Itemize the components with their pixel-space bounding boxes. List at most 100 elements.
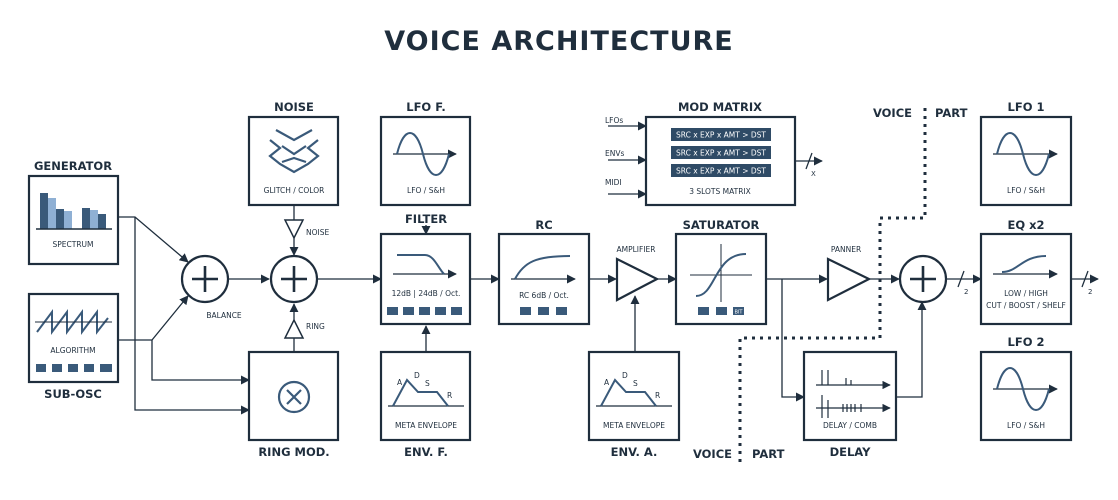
mod-slot-1-label: SRC x EXP x AMT > DST xyxy=(676,131,766,140)
env-f-point-d: D xyxy=(414,371,420,380)
rc-curve-icon xyxy=(514,255,571,280)
balance-label: BALANCE xyxy=(206,311,242,320)
panner-block: PANNER xyxy=(826,245,872,302)
lfo-f-block: LFO F. LFO / S&H xyxy=(379,100,472,207)
delay-caption: DELAY / COMB xyxy=(823,421,877,430)
panner-label: PANNER xyxy=(831,245,861,254)
filter-caption: 12dB | 24dB / Oct. xyxy=(392,289,461,298)
peak-icon[interactable] xyxy=(451,307,462,315)
mod-matrix-input-envs: ENVs xyxy=(605,149,624,158)
envelope-shape-icon xyxy=(600,378,657,407)
ring-mod-block: RING RING MOD. xyxy=(247,318,340,459)
eq-block: EQ x2 LOW / HIGH CUT / BOOST / SHELF xyxy=(979,218,1073,326)
ring-gain-icon xyxy=(283,318,305,339)
env-f-label: ENV. F. xyxy=(404,445,448,459)
env-a-point-r: R xyxy=(655,391,660,400)
delay-label: DELAY xyxy=(830,445,872,459)
ring-mod-label: RING MOD. xyxy=(258,445,329,459)
ramp-wave-icon[interactable] xyxy=(84,364,94,372)
pulse-wave-icon[interactable] xyxy=(52,364,62,372)
env-a-caption: META ENVELOPE xyxy=(603,421,665,430)
mod-slot-2[interactable] xyxy=(671,146,771,159)
amplifier-block: AMPLIFIER xyxy=(615,245,660,302)
lfo-f-label: LFO F. xyxy=(406,100,446,114)
generator-block: GENERATOR SPECTRUM xyxy=(27,159,120,266)
highpass-icon[interactable] xyxy=(556,307,567,315)
page-title: VOICE ARCHITECTURE xyxy=(384,26,733,57)
mod-slot-1[interactable] xyxy=(671,128,771,141)
bus-slashes: 2 2 X xyxy=(805,152,1092,296)
highpass-icon[interactable] xyxy=(419,307,430,315)
eq-bus-in-label: 2 xyxy=(964,288,968,296)
amplifier-triangle-icon xyxy=(615,257,660,302)
sine-wave-icon xyxy=(396,132,450,176)
mod-matrix-input-midi: MIDI xyxy=(605,178,622,187)
lowpass-icon[interactable] xyxy=(538,307,549,315)
voice-part-separator: VOICE PART VOICE PART xyxy=(693,106,968,462)
part-label-bottom: PART xyxy=(752,447,785,461)
lowpass-icon[interactable] xyxy=(387,307,398,315)
bitcrush-icon[interactable] xyxy=(733,307,744,315)
lfo2-caption: LFO / S&H xyxy=(1007,421,1045,430)
mod-matrix-caption: 3 SLOTS MATRIX xyxy=(689,187,751,196)
mod-matrix-label: MOD MATRIX xyxy=(678,100,762,114)
env-a-point-d: D xyxy=(622,371,628,380)
env-f-block: A D S R META ENVELOPE ENV. F. xyxy=(379,350,472,459)
part-sum xyxy=(898,254,948,304)
square-wave-icon[interactable] xyxy=(68,364,78,372)
env-a-label: ENV. A. xyxy=(611,445,658,459)
sub-osc-block: ALGORITHM SUB-OSC xyxy=(27,292,120,401)
filter-label: FILTER xyxy=(405,212,447,226)
rc-label: RC xyxy=(535,218,552,232)
noise-tag: NOISE xyxy=(306,228,329,237)
amplifier-label: AMPLIFIER xyxy=(617,245,656,254)
plus-icon xyxy=(910,266,936,292)
env-a-point-s: S xyxy=(633,379,638,388)
notch-icon[interactable] xyxy=(435,307,446,315)
eq-bus-out-label: 2 xyxy=(1088,288,1092,296)
mod-slot-3[interactable] xyxy=(671,164,771,177)
noise-label: NOISE xyxy=(274,100,314,114)
env-f-caption: META ENVELOPE xyxy=(395,421,457,430)
ring-tag: RING xyxy=(306,322,325,331)
mod-matrix-block: MOD MATRIX LFOs ENVs MIDI SRC x EXP x AM… xyxy=(605,100,797,207)
lfo1-label: LFO 1 xyxy=(1008,100,1045,114)
sub-osc-wave-selector xyxy=(36,364,112,372)
glitch-shape-icon xyxy=(268,129,320,174)
generator-label: GENERATOR xyxy=(34,159,112,173)
hard-clip-icon[interactable] xyxy=(716,307,727,315)
sub-osc-caption: ALGORITHM xyxy=(50,346,95,355)
spectrum-bars-icon xyxy=(36,193,112,230)
noise-wave-icon[interactable] xyxy=(100,364,112,372)
rc-caption: RC 6dB / Oct. xyxy=(519,291,569,300)
balance-sum: BALANCE xyxy=(180,254,242,320)
lowpass-curve-icon xyxy=(397,254,445,275)
signal-wires xyxy=(118,121,1099,415)
sine-wave-icon xyxy=(996,367,1050,411)
env-a-block: A D S R META ENVELOPE ENV. A. xyxy=(587,350,681,459)
env-a-point-a: A xyxy=(604,378,610,387)
noise-sum xyxy=(269,254,319,304)
eq-caption-2: CUT / BOOST / SHELF xyxy=(986,301,1066,310)
filter-type-selector xyxy=(387,307,462,315)
saw-wave-icon[interactable] xyxy=(36,364,46,372)
voice-label-top: VOICE xyxy=(873,106,912,120)
bandpass-icon[interactable] xyxy=(403,307,414,315)
flat-icon[interactable] xyxy=(520,307,531,315)
panner-triangle-icon xyxy=(826,257,872,302)
plus-icon xyxy=(281,266,307,292)
noise-caption: GLITCH / COLOR xyxy=(264,186,325,195)
soft-clip-icon[interactable] xyxy=(698,307,709,315)
mod-matrix-input-lfos: LFOs xyxy=(605,116,623,125)
part-label-top: PART xyxy=(935,106,968,120)
saturator-bit-label: BIT xyxy=(735,310,744,316)
eq-caption-1: LOW / HIGH xyxy=(1004,289,1048,298)
noise-gain-icon xyxy=(283,219,305,240)
lfo2-block: LFO 2 LFO / S&H xyxy=(979,335,1073,442)
filter-block: FILTER 12dB | 24dB / Oct. xyxy=(379,212,472,326)
shelf-curve-icon xyxy=(1001,255,1047,273)
lfo1-caption: LFO / S&H xyxy=(1007,186,1045,195)
saturator-label: SATURATOR xyxy=(683,218,760,232)
